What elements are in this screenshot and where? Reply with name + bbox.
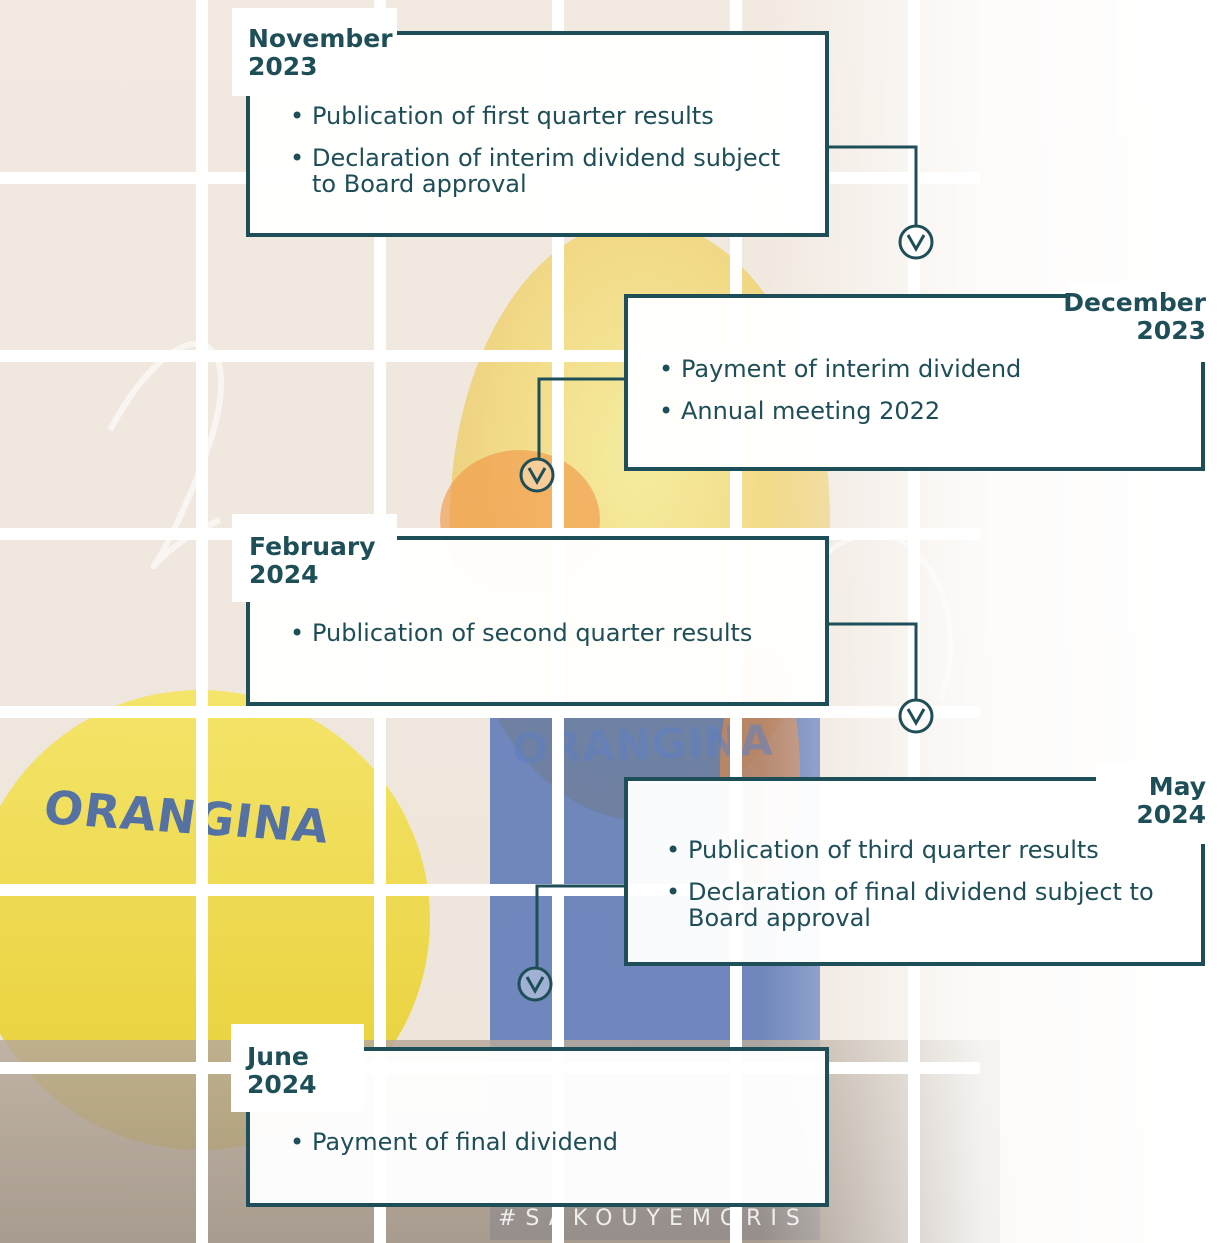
event-item: Annual meeting 2022: [659, 398, 1159, 424]
date-label: February 2024: [249, 533, 376, 589]
event-item: Publication of second quarter results: [290, 620, 810, 646]
date-label-bg: [232, 514, 397, 602]
year: 2024: [1136, 800, 1206, 829]
date-label-bg: [1066, 282, 1228, 362]
year: 2023: [248, 52, 318, 81]
event-item: Payment of final dividend: [290, 1129, 810, 1155]
grid-line: [0, 706, 980, 718]
event-item: Declaration of interim dividend subject …: [290, 145, 810, 197]
grid-line: [196, 0, 208, 1243]
event-list: Payment of final dividend: [290, 1129, 810, 1171]
event-item: Payment of interim dividend: [659, 356, 1159, 382]
date-label: May 2024: [1136, 773, 1206, 829]
date-label-bg: [231, 1024, 364, 1112]
month: December: [1063, 288, 1206, 317]
event-list: Publication of first quarter results Dec…: [290, 103, 810, 213]
event-list: Publication of second quarter results: [290, 620, 810, 662]
event-list: Payment of interim dividend Annual meeti…: [659, 356, 1159, 440]
date-label-bg: [1096, 764, 1228, 844]
year: 2024: [247, 1070, 317, 1099]
event-item: Publication of first quarter results: [290, 103, 810, 129]
month: November: [248, 24, 393, 53]
event-list: Publication of third quarter results Dec…: [666, 837, 1176, 947]
grid-line: [908, 0, 920, 1243]
photo-watermark: #SAKOUYEMORIS: [498, 1206, 809, 1231]
year: 2023: [1136, 316, 1206, 345]
month: June: [247, 1042, 309, 1071]
date-label: June 2024: [247, 1043, 317, 1099]
date-label: November 2023: [248, 25, 393, 81]
event-item: Publication of third quarter results: [666, 837, 1176, 863]
month: February: [249, 532, 376, 561]
event-item: Declaration of final dividend subject to…: [666, 879, 1176, 931]
year: 2024: [249, 560, 319, 589]
date-label-bg: [232, 8, 397, 96]
date-label: December 2023: [1063, 289, 1206, 345]
month: May: [1148, 772, 1206, 801]
